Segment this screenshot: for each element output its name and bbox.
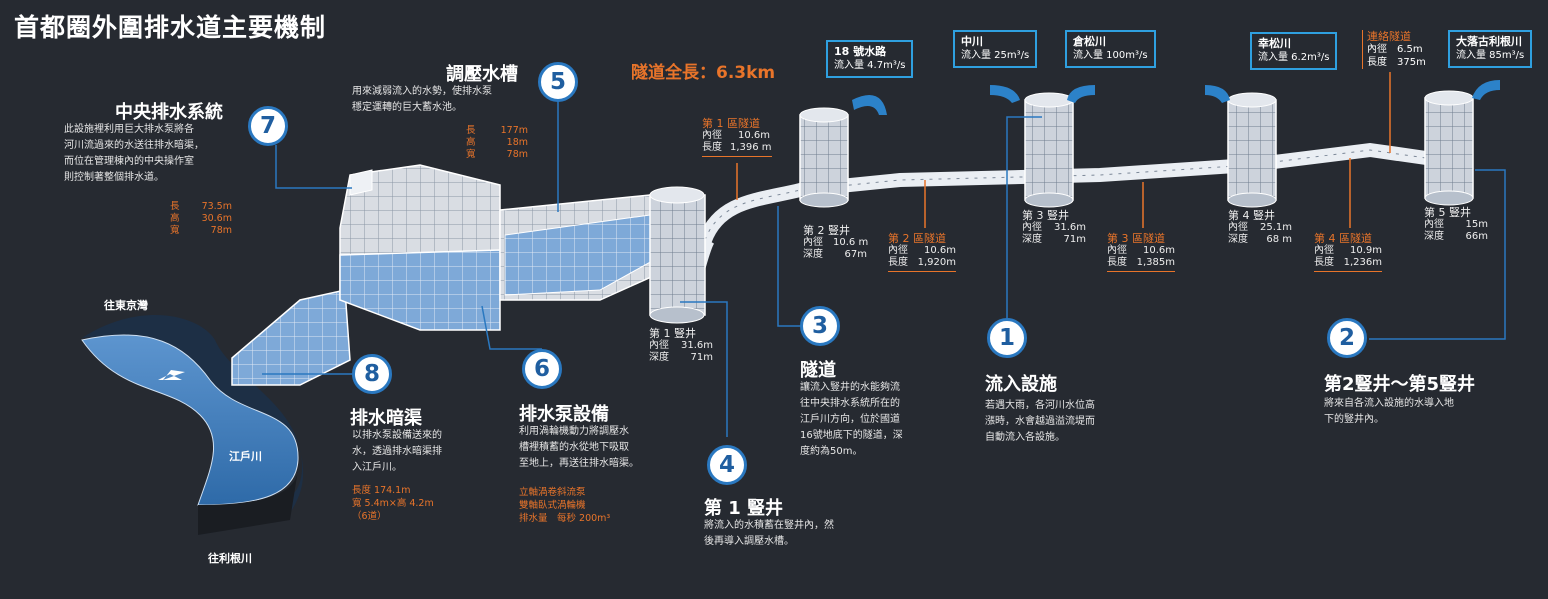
badge-8: 8 xyxy=(352,354,392,394)
inflow-box-kuramatsu: 倉松川流入量 100m³/s xyxy=(1065,30,1156,68)
badge-7: 7 xyxy=(248,106,288,146)
central-drainage-building xyxy=(339,164,501,331)
shaft1-desc: 將流入的水積蓄在豎井內，然後再導入調壓水槽。 xyxy=(704,520,834,547)
edogawa-river xyxy=(81,314,304,535)
shaft-2 xyxy=(799,107,849,208)
badge-6: 6 xyxy=(522,349,562,389)
pump-notes: 立軸渦卷斜流泵雙軸臥式渦輪機排水量 每秒 200m³ xyxy=(519,487,611,524)
page-title: 首都圈外圍排水道主要機制 xyxy=(14,13,327,42)
inflow-pipes xyxy=(852,80,1500,115)
tunnel-title: 隧道 xyxy=(800,360,836,381)
shaft-1 xyxy=(649,186,706,324)
surge-tank-desc: 用來減弱流入的水勢，使排水泵穩定運轉的巨大蓄水池。 xyxy=(352,86,492,113)
tunnel-length: 隧道全長：6.3km xyxy=(631,63,776,83)
badge-1: 1 xyxy=(987,318,1027,358)
culvert-title: 排水暗渠 xyxy=(350,408,422,429)
drainage-culvert xyxy=(231,289,351,386)
shaft-4 xyxy=(1227,92,1277,208)
shafts-2-5-title: 第2豎井～第5豎井 xyxy=(1324,374,1476,395)
central-drainage-desc: 此設施裡利用巨大排水泵將各河川流過來的水送往排水暗渠， 而位在管理棟內的中央操作… xyxy=(64,124,204,183)
orange-leaders xyxy=(736,72,1391,228)
inflow-box-nakagawa: 中川流入量 25m³/s xyxy=(953,30,1038,68)
culvert-desc: 以排水泵設備送來的水，透過排水暗渠排入江戶川。 xyxy=(352,430,442,473)
to-tone-river-label: 往利根川 xyxy=(208,552,252,565)
edogawa-label: 江戶川 xyxy=(229,450,262,463)
badge-5: 5 xyxy=(538,62,578,102)
inflow-box-koumatsu: 幸松川流入量 6.2m³/s xyxy=(1250,32,1338,70)
surge-tank-title: 調壓水槽 xyxy=(446,64,518,85)
pump-title: 排水泵設備 xyxy=(519,404,609,425)
shaft1-title: 第 1 豎井 xyxy=(704,498,784,519)
tunnel-desc: 讓流入豎井的水能夠流往中央排水系統所在的江戶川方向，位於國道 16號地底下的隧道… xyxy=(800,382,903,457)
badge-3: 3 xyxy=(800,306,840,346)
inflow-title: 流入設施 xyxy=(985,374,1057,395)
inflow-box-18-channel: 18 號水路流入量 4.7m³/s xyxy=(826,40,914,78)
shafts-2-5-desc: 將來自各流入設施的水導入地下的豎井內。 xyxy=(1324,398,1454,425)
connector-tunnel-label: 連絡隧道 內徑 6.5m 長度 375m xyxy=(1362,30,1426,69)
pump-desc: 利用渦輪機動力將調壓水槽裡積蓄的水從地下吸取至地上，再送往排水暗渠。 xyxy=(519,426,639,469)
inflow-box-ootoshifurutone: 大落古利根川流入量 85m³/s xyxy=(1448,30,1533,68)
to-tokyo-bay-label: 往東京灣 xyxy=(104,299,148,312)
inflow-desc: 若遇大雨，各河川水位高漲時，水會越過溢流堤而自動流入各設施。 xyxy=(985,400,1095,443)
shaft-5 xyxy=(1424,90,1474,206)
badge-4: 4 xyxy=(707,445,747,485)
shaft-3 xyxy=(1024,92,1074,208)
central-drainage-title: 中央排水系統 xyxy=(115,102,223,123)
badge-2: 2 xyxy=(1327,318,1367,358)
